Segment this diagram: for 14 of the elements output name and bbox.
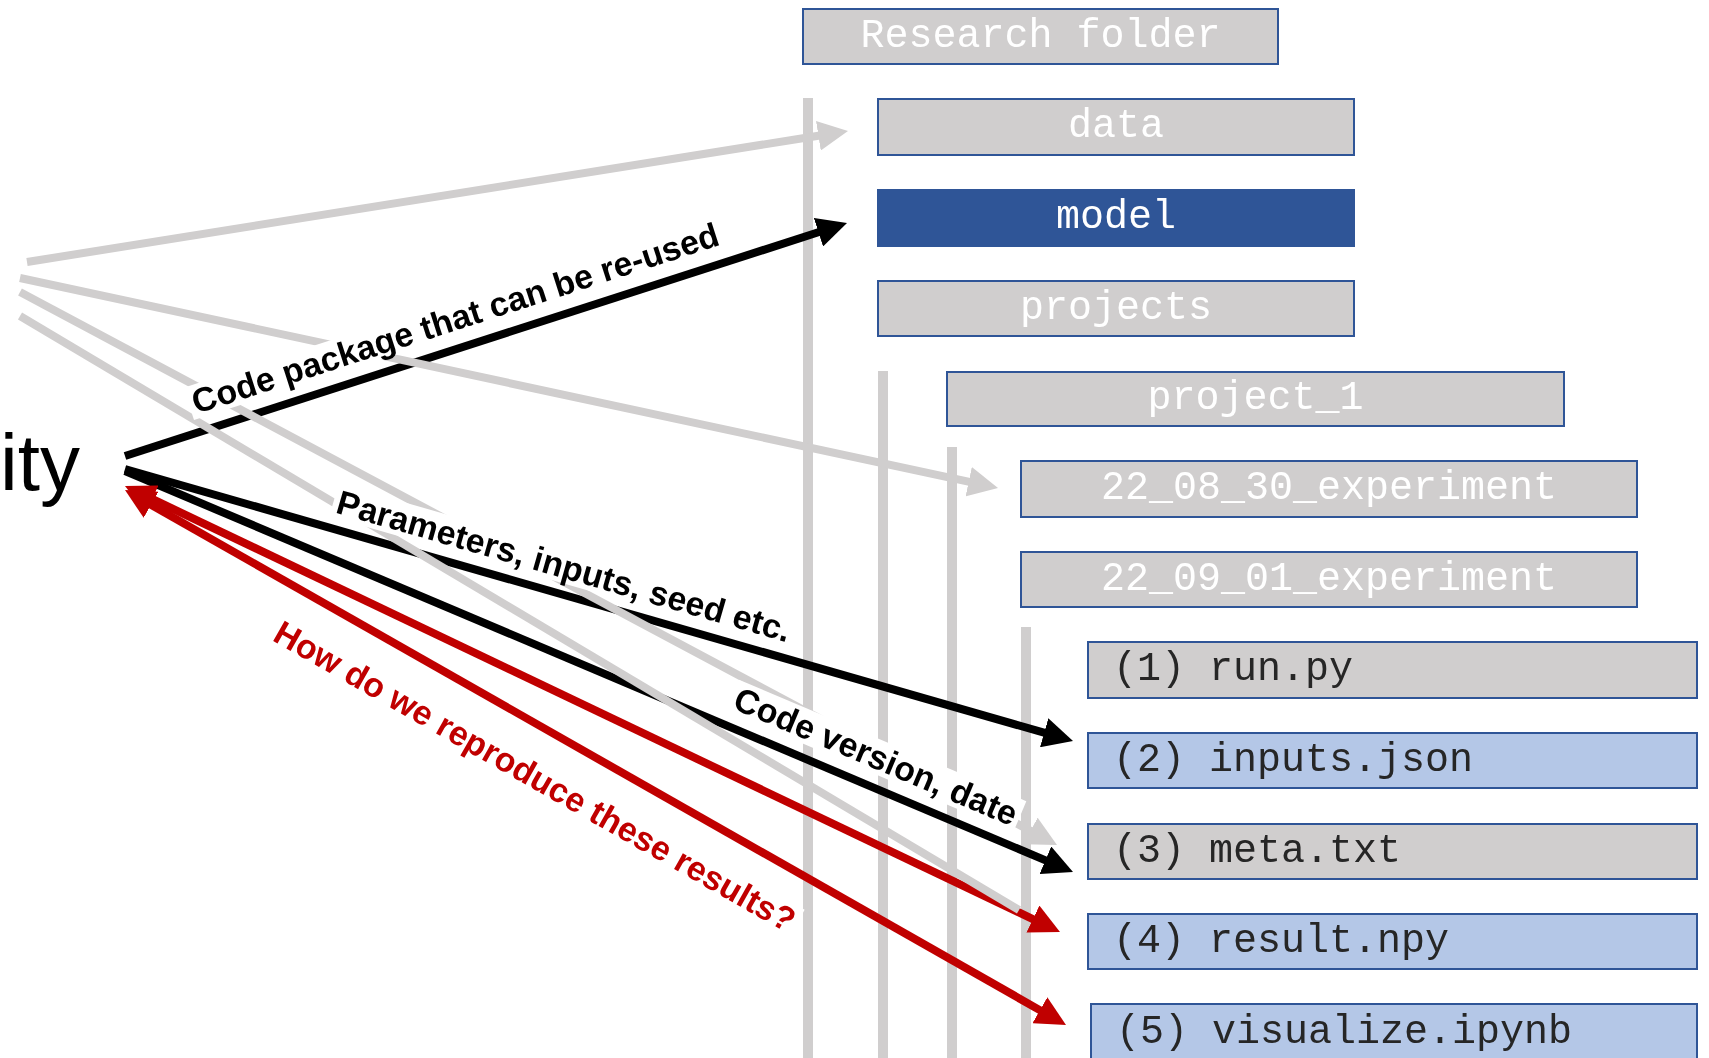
file-box: (2) inputs.json <box>1087 732 1698 789</box>
file-box: (1) run.py <box>1087 641 1698 699</box>
arrow <box>19 274 998 497</box>
arrow <box>26 120 848 266</box>
file-box: (5) visualize.ipynb <box>1090 1003 1698 1058</box>
folder-box: model <box>877 189 1355 247</box>
file-box: (4) result.npy <box>1087 913 1698 970</box>
file-box: (3) meta.txt <box>1087 823 1698 880</box>
arrow <box>125 490 1066 1025</box>
connector-line <box>17 312 1022 914</box>
arrow <box>123 465 1073 748</box>
cut-off-title: ity <box>0 415 108 510</box>
arrow <box>125 485 1060 933</box>
arrow <box>123 217 847 460</box>
